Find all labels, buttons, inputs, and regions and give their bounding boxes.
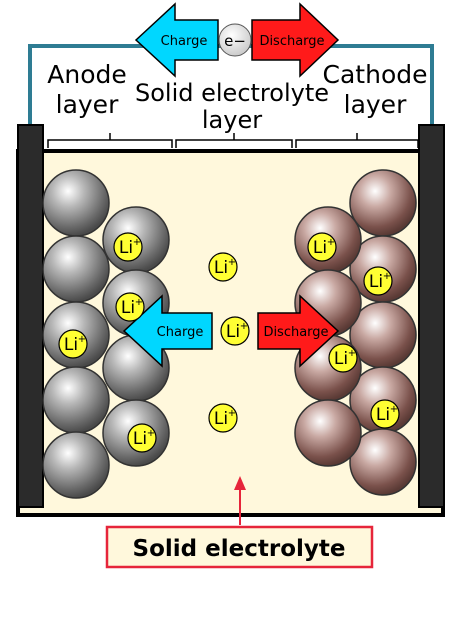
lithium-ion-label: Li	[313, 238, 327, 258]
middle-charge-arrow: Charge	[122, 294, 213, 368]
solid-electrolyte-layer-label-line2: layer	[202, 106, 262, 134]
lithium-ion-charge: +	[240, 321, 248, 332]
lithium-ion-label: Li	[369, 272, 383, 292]
anode-particle	[42, 169, 110, 237]
middle-charge-label: Charge	[157, 325, 204, 340]
lithium-ion-charge: +	[135, 297, 143, 308]
top-charge-label: Charge	[161, 34, 208, 49]
electron-label: e−	[224, 32, 246, 50]
cathode-particle	[349, 428, 417, 496]
lithium-ion-circle	[208, 252, 238, 282]
lithium-ion-circle	[58, 329, 88, 359]
lithium-ion-label: Li	[119, 238, 133, 258]
lithium-ion-charge: +	[228, 408, 236, 419]
lithium-ion: Li+	[127, 423, 157, 453]
lithium-ion-charge: +	[147, 428, 155, 439]
anode-particle	[42, 235, 110, 303]
lithium-ion-circle	[307, 232, 337, 262]
middle-discharge-label: Discharge	[263, 325, 328, 340]
cathode-label-line2: layer	[344, 90, 407, 119]
lithium-ion-charge: +	[78, 334, 86, 345]
lithium-ion-label: Li	[214, 258, 228, 278]
lithium-ion-charge: +	[327, 237, 335, 248]
lithium-ion: Li+	[307, 232, 337, 262]
lithium-ion: Li+	[363, 266, 393, 296]
lithium-ion-charge: +	[390, 404, 398, 415]
lithium-ion-charge: +	[133, 237, 141, 248]
lithium-ion-charge: +	[228, 257, 236, 268]
top-charge-arrow: Charge	[134, 2, 219, 78]
lithium-ion-label: Li	[133, 429, 147, 449]
cathode-particle	[294, 399, 362, 467]
lithium-ions: Li+Li+Li+Li+Li+Li+Li+Li+Li+Li+Li+	[58, 232, 400, 453]
anode-particle	[42, 366, 110, 434]
callout-box	[105, 525, 374, 569]
lithium-ion-label: Li	[334, 349, 348, 369]
lithium-ion: Li+	[208, 403, 238, 433]
lithium-ion-label: Li	[64, 335, 78, 355]
lithium-ion: Li+	[113, 232, 143, 262]
electron-icon: e−	[218, 23, 252, 57]
lithium-ion-circle	[115, 292, 145, 322]
lithium-ion-charge: +	[383, 271, 391, 282]
lithium-ion: Li+	[370, 399, 400, 429]
lithium-ion: Li+	[58, 329, 88, 359]
lithium-ion-circle	[208, 403, 238, 433]
middle-discharge-arrow: Discharge	[257, 294, 340, 368]
anode-label-line1: Anode	[47, 60, 127, 89]
lithium-ion-circle	[363, 266, 393, 296]
lithium-ion-label: Li	[121, 298, 135, 318]
lithium-ion-label: Li	[226, 322, 240, 342]
callout-pointer-arrow	[234, 476, 246, 525]
lithium-ion: Li+	[115, 292, 145, 322]
top-discharge-label: Discharge	[259, 34, 324, 49]
lithium-ion: Li+	[220, 316, 250, 346]
anode-label-line2: layer	[56, 90, 119, 119]
lithium-ion-circle	[370, 399, 400, 429]
lithium-ion-circle	[220, 316, 250, 346]
lithium-ion-circle	[113, 232, 143, 262]
anode-particle	[42, 431, 110, 499]
anode-current-collector	[17, 124, 44, 508]
layer-brackets	[47, 133, 419, 148]
lithium-ion-charge: +	[348, 348, 356, 359]
lithium-ion-circle	[328, 343, 358, 373]
lithium-ion-circle	[127, 423, 157, 453]
callout-label: Solid electrolyte	[133, 536, 346, 562]
lithium-ion: Li+	[208, 252, 238, 282]
cathode-particle	[349, 169, 417, 237]
lithium-ion-label: Li	[214, 409, 228, 429]
lithium-ion: Li+	[328, 343, 358, 373]
lithium-ion-label: Li	[376, 405, 390, 425]
cathode-label-line1: Cathode	[323, 60, 428, 89]
cathode-current-collector	[418, 124, 445, 508]
solid-electrolyte-layer-label-line1: Solid electrolyte	[135, 79, 329, 107]
top-discharge-arrow: Discharge	[251, 2, 340, 78]
